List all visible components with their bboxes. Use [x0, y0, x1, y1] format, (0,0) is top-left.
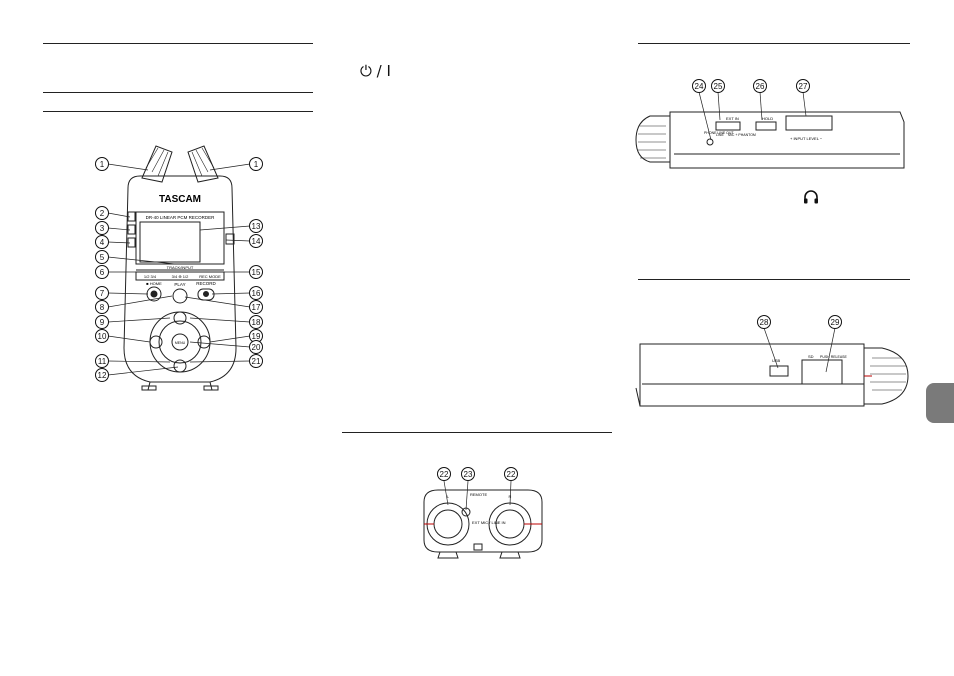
hold-label: HOLD: [762, 116, 773, 121]
model-label: DR-40 LINEAR PCM RECORDER: [146, 215, 216, 220]
callout-label: 15: [252, 268, 261, 277]
callout-label: 23: [464, 470, 473, 479]
left-side-figure: EXT IN HOLD + INPUT LEVEL − PHONE LINE O…: [630, 96, 910, 182]
callout-label: 3: [100, 224, 105, 233]
callout-label: 24: [695, 82, 704, 91]
bottom-panel-figure: REMOTE EXT MIC / LINE IN L R: [418, 462, 548, 562]
rule-mid-bottom: [342, 432, 612, 433]
callout-label: 14: [252, 237, 261, 246]
rule-left-2: [43, 92, 313, 93]
callout-label: 8: [100, 303, 105, 312]
headphone-icon: [803, 189, 819, 209]
remote-label: REMOTE: [470, 492, 487, 497]
callout-label: 20: [252, 343, 261, 352]
bottom-label-2: 3/4 ⊕ 1/2: [172, 274, 189, 279]
callout-label: 21: [252, 357, 261, 366]
callout-label: 11: [98, 357, 107, 366]
push-release-label: PUSH RELEASE: [820, 355, 848, 359]
rule-right-mid: [638, 279, 910, 280]
callout-label: 1: [100, 160, 105, 169]
callout-label: 16: [252, 289, 261, 298]
callout-1-right: [249, 157, 263, 171]
callout-label: 29: [831, 318, 840, 327]
home-label: ■ HOME: [146, 281, 162, 286]
line-label: LINE: [716, 133, 724, 137]
callout-label: 22: [507, 470, 516, 479]
callout-label: 12: [98, 371, 107, 380]
mic-label: MIC + PHANTOM: [728, 133, 756, 137]
rule-right-top: [638, 43, 910, 44]
play-label: PLAY: [174, 282, 185, 287]
callout-label: 27: [799, 82, 808, 91]
bottom-label-3: REC MODE: [199, 274, 221, 279]
callout-label: 18: [252, 318, 261, 327]
callout-label: 10: [98, 332, 107, 341]
callout-label: 19: [252, 332, 261, 341]
input-level-label: + INPUT LEVEL −: [790, 136, 823, 141]
callout-label: 28: [760, 318, 769, 327]
callout-label: 22: [440, 470, 449, 479]
phones-label: PHONE LINE OUT: [704, 131, 734, 135]
callout-label: 26: [756, 82, 765, 91]
callout-label: 2: [100, 209, 105, 218]
ext-label: EXT MIC / LINE IN: [472, 520, 506, 525]
callout-1-left: [95, 157, 109, 171]
sd-label: SD: [808, 354, 814, 359]
callout-label: 7: [100, 289, 105, 298]
callout-label: 25: [714, 82, 723, 91]
callout-label: 5: [100, 253, 105, 262]
right-side-figure: USB SD PUSH RELEASE: [632, 330, 912, 414]
rule-left-3: [43, 111, 313, 112]
rule-left-top: [43, 43, 313, 44]
callout-label: 13: [252, 222, 261, 231]
record-label: RECORD: [196, 281, 216, 286]
left-channel-label: L: [447, 494, 450, 499]
power-icon: ⏻ / Ⅰ: [360, 62, 391, 80]
usb-label: USB: [772, 358, 781, 363]
callout-label: 9: [100, 318, 105, 327]
bottom-label-1: 1/2 3/4: [144, 274, 157, 279]
callout-label: 1: [254, 160, 259, 169]
brand-label: TASCAM: [159, 194, 201, 205]
ext-in-label: EXT IN: [726, 116, 739, 121]
callout-label: 17: [252, 303, 261, 312]
callout-label: 4: [100, 238, 105, 247]
callout-label: 6: [100, 268, 105, 277]
chapter-tab: [926, 383, 954, 423]
menu-label: MENU: [175, 341, 186, 345]
track-input-label: TRACK/INPUT: [167, 265, 194, 270]
